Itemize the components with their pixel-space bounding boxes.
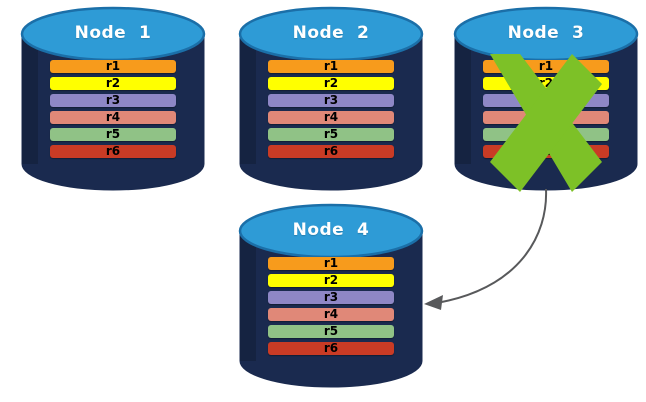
node-1-row-r5-label: r5: [105, 127, 121, 141]
node-1-row-r4[interactable]: r4: [50, 111, 176, 124]
node-1-row-r2[interactable]: r2: [50, 77, 176, 90]
node-1-row-r6-label: r6: [105, 144, 121, 158]
node-2-row-r3[interactable]: r3: [268, 94, 394, 107]
node-4-row-r6[interactable]: r6: [268, 342, 394, 355]
node-3-row-r6-label: r6: [538, 144, 554, 158]
node-1-body-shading: [22, 34, 38, 164]
node-4-row-r2-label: r2: [323, 273, 339, 287]
node-1-row-r2-label: r2: [105, 76, 121, 90]
node-3-row-r2[interactable]: r2: [483, 77, 609, 90]
node-3-row-r5[interactable]: r5: [483, 128, 609, 141]
node-3-row-r3-label: r3: [538, 93, 554, 107]
node-3-row-r5-label: r5: [538, 127, 554, 141]
node-4-row-r5[interactable]: r5: [268, 325, 394, 338]
node-4-row-r2[interactable]: r2: [268, 274, 394, 287]
node-4-row-r4-label: r4: [323, 307, 339, 321]
node-3-body-shading: [455, 34, 471, 164]
node-4-row-r1[interactable]: r1: [268, 257, 394, 270]
node-2-row-r1-label: r1: [323, 59, 339, 73]
node-4-row-r1-label: r1: [323, 256, 339, 270]
node-2-row-r2-label: r2: [323, 76, 339, 90]
node-2-top-lid: [238, 6, 424, 62]
node-1-row-r4-label: r4: [105, 110, 121, 124]
node-1-row-r6[interactable]: r6: [50, 145, 176, 158]
node-1-row-r1-label: r1: [105, 59, 121, 73]
node-1-row-list: r1 r2 r3 r4 r5 r6: [22, 60, 204, 158]
node-3-row-r3[interactable]: r3: [483, 94, 609, 107]
node-2-row-r3-label: r3: [323, 93, 339, 107]
node-2-body-shading: [240, 34, 256, 164]
node-3-row-r2-label: r2: [538, 76, 554, 90]
node-4-row-list: r1 r2 r3 r4 r5 r6: [240, 257, 422, 355]
node-3-top-lid: [453, 6, 639, 62]
node-1-row-r3-label: r3: [105, 93, 121, 107]
node-3-row-r4-label: r4: [538, 110, 554, 124]
node-4-row-r3[interactable]: r3: [268, 291, 394, 304]
node-3-row-r6[interactable]: r6: [483, 145, 609, 158]
node-1-top-lid: [20, 6, 206, 62]
node-2-row-list: r1 r2 r3 r4 r5 r6: [240, 60, 422, 158]
node-2-row-r4[interactable]: r4: [268, 111, 394, 124]
arrow-head-icon: [424, 295, 443, 310]
node-2-row-r5-label: r5: [323, 127, 339, 141]
node-4-row-r4[interactable]: r4: [268, 308, 394, 321]
node-4-row-r3-label: r3: [323, 290, 339, 304]
node-2-row-r6-label: r6: [323, 144, 339, 158]
node-4-body-shading: [240, 231, 256, 361]
node-3-row-r1-label: r1: [538, 59, 554, 73]
node-1-row-r1[interactable]: r1: [50, 60, 176, 73]
node-3-row-r1[interactable]: r1: [483, 60, 609, 73]
node-3-row-list: r1 r2 r3 r4 r5 r6: [455, 60, 637, 158]
node-1-row-r3[interactable]: r3: [50, 94, 176, 107]
node-1-row-r5[interactable]: r5: [50, 128, 176, 141]
node-2-row-r2[interactable]: r2: [268, 77, 394, 90]
node-2-row-r6[interactable]: r6: [268, 145, 394, 158]
node-2-row-r1[interactable]: r1: [268, 60, 394, 73]
node-3-row-r4[interactable]: r4: [483, 111, 609, 124]
node-4-row-r6-label: r6: [323, 341, 339, 355]
node-4-row-r5-label: r5: [323, 324, 339, 338]
arrow-path: [436, 188, 548, 304]
node-4-top-lid: [238, 203, 424, 259]
node-2-row-r4-label: r4: [323, 110, 339, 124]
node-2-row-r5[interactable]: r5: [268, 128, 394, 141]
